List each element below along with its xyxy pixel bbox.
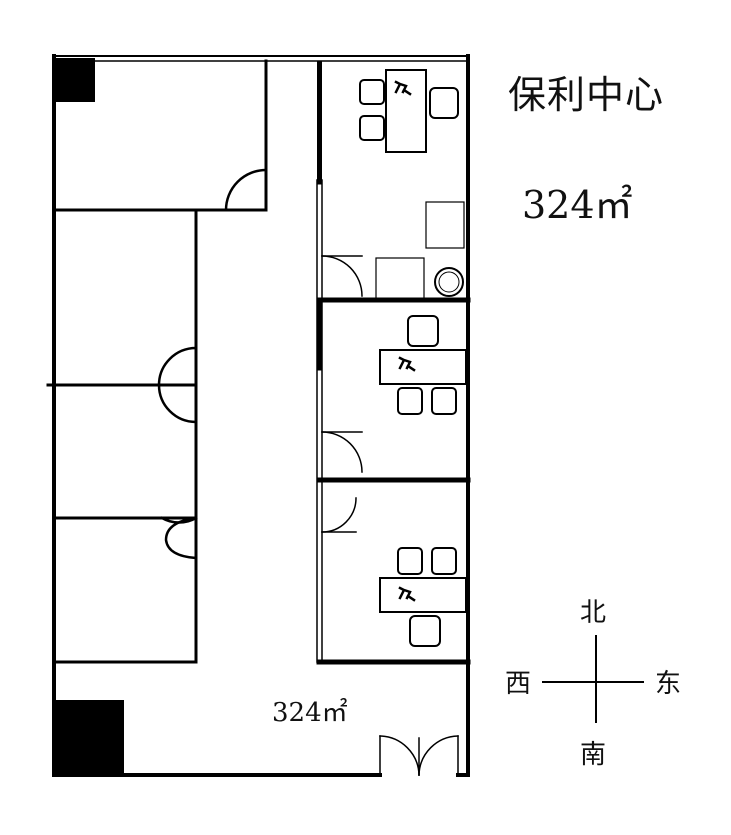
office-3-furniture	[379, 547, 467, 647]
compass-east: 东	[655, 669, 682, 699]
person-icon-office-1	[394, 80, 412, 96]
left-office-doors	[157, 168, 268, 560]
glass-partition	[316, 179, 323, 663]
compass-west: 西	[505, 669, 532, 699]
right-office-doors	[321, 255, 363, 533]
entrance-double-door	[379, 735, 459, 776]
left-offices	[46, 59, 268, 664]
plan-title: 保利中心	[508, 73, 665, 117]
compass-north: 北	[580, 598, 607, 628]
compass-south: 南	[580, 740, 607, 770]
column-bottom-left	[54, 700, 124, 777]
compass-cross	[542, 635, 644, 723]
person-icon-office-2	[398, 356, 416, 372]
right-office-walls	[316, 297, 471, 665]
column-top-left	[54, 58, 95, 102]
outer-walls	[52, 54, 470, 777]
area-label-main: 324㎡	[522, 183, 633, 227]
area-label-lower: 324㎡	[272, 698, 348, 728]
office-1-furniture	[359, 69, 465, 301]
person-icon-office-3	[398, 586, 416, 602]
office-2-furniture	[379, 315, 467, 415]
